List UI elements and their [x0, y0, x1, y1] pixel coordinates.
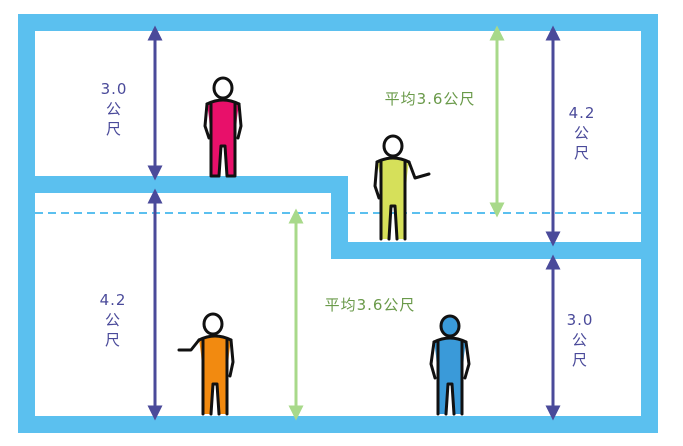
person-magenta-icon — [203, 76, 243, 178]
svg-text:公: 公 — [106, 100, 122, 118]
floor-slab-step — [331, 176, 348, 259]
person-yellow-icon — [373, 134, 431, 241]
outer-wall-left — [18, 14, 35, 433]
svg-text:4.2: 4.2 — [100, 291, 127, 309]
label-top-left: 3.0 公 尺 — [101, 80, 128, 138]
svg-text:尺: 尺 — [105, 331, 121, 349]
label-top-right: 4.2 公 尺 — [569, 104, 596, 162]
label-average-bottom: 平均3.6公尺 — [325, 296, 416, 314]
svg-text:尺: 尺 — [106, 120, 122, 138]
person-blue-icon — [429, 314, 471, 416]
svg-text:尺: 尺 — [574, 144, 590, 162]
outer-wall-top — [18, 14, 658, 31]
svg-text:尺: 尺 — [572, 351, 588, 369]
svg-text:3.0: 3.0 — [567, 311, 594, 329]
svg-text:3.0: 3.0 — [101, 80, 128, 98]
svg-text:公: 公 — [572, 331, 588, 349]
outer-wall-right — [641, 14, 658, 433]
floor-slab-right — [331, 242, 658, 259]
person-orange-icon — [177, 312, 235, 416]
svg-text:4.2: 4.2 — [569, 104, 596, 122]
building-walls — [18, 14, 658, 433]
svg-text:公: 公 — [574, 124, 590, 142]
svg-text:公: 公 — [105, 311, 121, 329]
label-bottom-right: 3.0 公 尺 — [567, 311, 594, 369]
label-bottom-left: 4.2 公 尺 — [100, 291, 127, 349]
outer-wall-bottom — [18, 416, 658, 433]
label-average-top: 平均3.6公尺 — [385, 90, 476, 108]
floor-slab-left — [18, 176, 348, 193]
